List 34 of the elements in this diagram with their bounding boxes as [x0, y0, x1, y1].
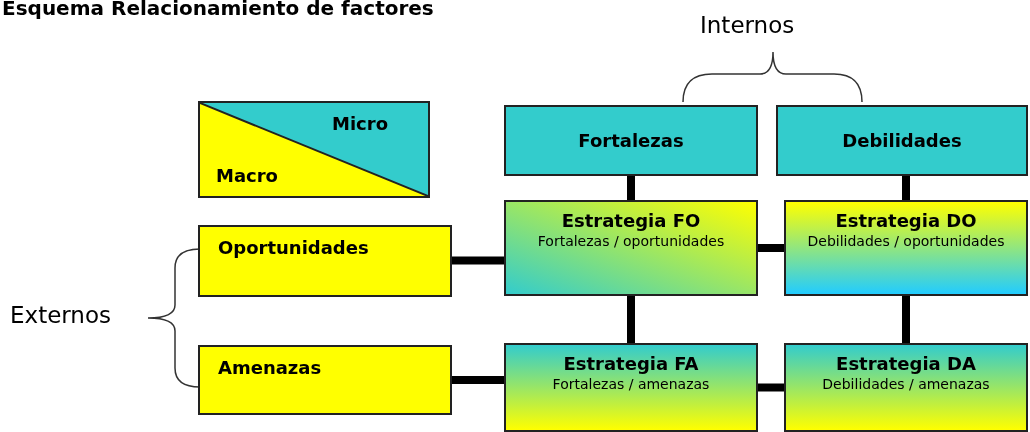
box-title: Estrategia FO: [560, 210, 702, 231]
factor-box: [504, 105, 758, 176]
connector-line: [902, 176, 910, 200]
split-legend-box: [198, 101, 430, 198]
title: Esquema Relacionamiento de factores: [2, 0, 434, 20]
connector-line: [627, 176, 635, 200]
connector-line: [452, 376, 504, 384]
group-label: Internos: [700, 12, 795, 38]
strategy-box: [504, 343, 758, 432]
box-subtitle: Debilidades / amenazas: [821, 375, 991, 394]
box-title: Oportunidades: [218, 237, 370, 258]
strategy-box: [784, 343, 1028, 432]
connector-line: [758, 383, 784, 392]
factor-box: [198, 225, 452, 297]
connector-line: [627, 296, 635, 343]
factor-box: [776, 105, 1028, 176]
connector-line: [902, 296, 910, 343]
box-label: Micro: [332, 113, 388, 134]
factor-box: [198, 345, 452, 415]
box-title: Debilidades: [842, 130, 962, 151]
box-title: Fortalezas: [578, 130, 684, 151]
box-title: Amenazas: [218, 357, 323, 378]
box-title: Estrategia DO: [834, 210, 978, 231]
box-label: Macro: [216, 165, 278, 186]
box-subtitle: Debilidades / oportunidades: [806, 232, 1006, 251]
box-title: Estrategia FA: [562, 353, 700, 374]
strategy-box: [504, 200, 758, 296]
group-label: Externos: [10, 302, 111, 328]
strategy-box: [784, 200, 1028, 296]
connector-line: [452, 256, 504, 265]
box-subtitle: Fortalezas / amenazas: [551, 375, 711, 394]
box-title: Estrategia DA: [835, 353, 977, 374]
box-subtitle: Fortalezas / oportunidades: [536, 232, 726, 251]
connector-line: [758, 244, 784, 252]
